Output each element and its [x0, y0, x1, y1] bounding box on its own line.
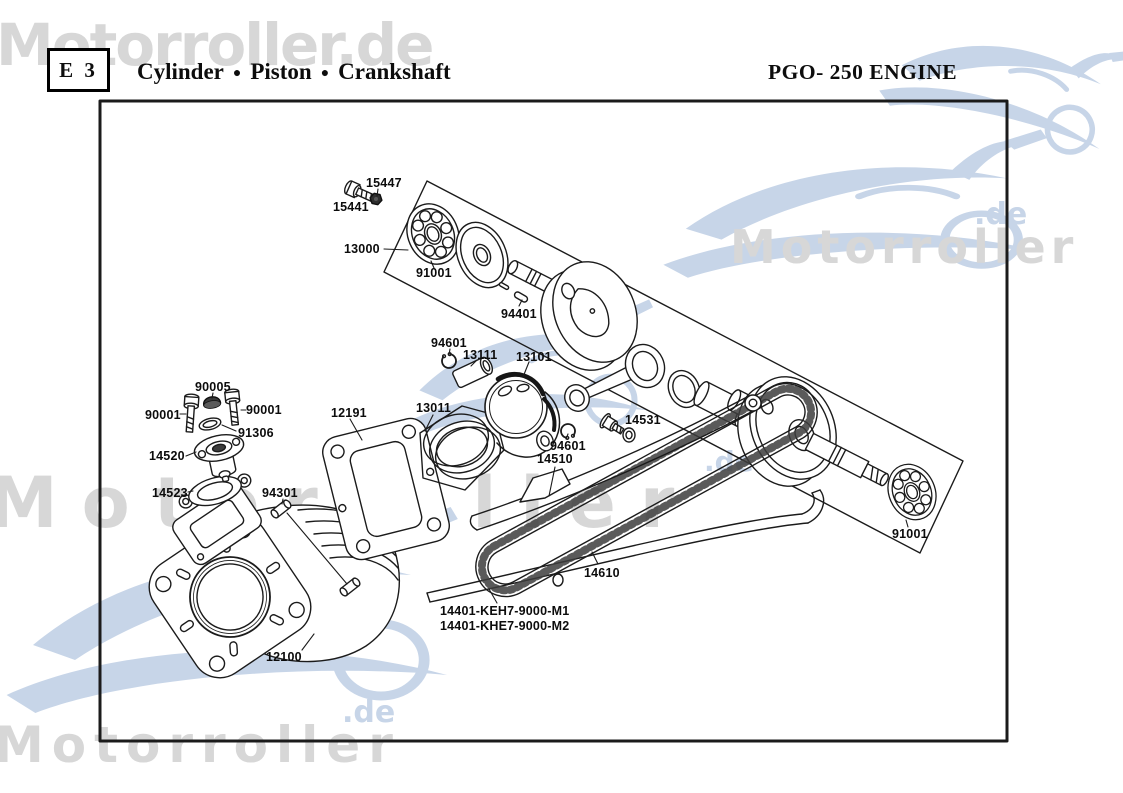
title-word: Cylinder	[137, 59, 224, 84]
piston	[484, 371, 561, 458]
leader-lines	[179, 188, 909, 651]
guide-peg	[552, 573, 564, 587]
dowel-pin	[270, 499, 292, 519]
part-label-90001: 90001	[246, 403, 282, 417]
part-label-90001: 90001	[145, 408, 181, 422]
part-label-15447: 15447	[366, 176, 402, 190]
part-label-13101: 13101	[516, 350, 552, 364]
part-label-13111: 13111	[463, 348, 498, 362]
watermark-tld-right: .de	[974, 197, 1028, 232]
diagram-frame	[98, 99, 1009, 743]
page-code-box: E 3	[47, 48, 110, 92]
part-label-14520: 14520	[149, 449, 185, 463]
part-label-12100: 12100	[266, 650, 302, 664]
connecting-rod	[564, 343, 666, 412]
part-label-94401: 94401	[501, 307, 537, 321]
piston-pin	[452, 356, 494, 389]
crankshaft-right-shaft	[804, 432, 890, 487]
part-label-15441: 15441	[333, 200, 369, 214]
part-label-12191: 12191	[331, 406, 367, 420]
part-label-14531: 14531	[625, 413, 661, 427]
dowel-pin	[339, 577, 361, 597]
cap-nut	[203, 396, 222, 409]
crank-end-disc	[455, 221, 509, 289]
tensioner-arm	[469, 394, 762, 531]
part-label-91306: 91306	[238, 426, 274, 440]
woodruff-key	[498, 281, 529, 303]
timing-chain	[475, 381, 818, 598]
watermark-text-right: Motorroller	[730, 220, 1079, 274]
cylinder-block	[148, 482, 400, 679]
watermark-tld-bottom: .de	[342, 695, 396, 730]
washer	[622, 427, 636, 443]
crank-web-left	[540, 261, 638, 371]
part-label-94301: 94301	[262, 486, 298, 500]
small-gasket	[178, 473, 252, 509]
title-word: Crankshaft	[338, 59, 451, 84]
part-label-14610: 14610	[584, 566, 620, 580]
part-label-13000: 13000	[344, 242, 380, 256]
tensioner-lifter	[193, 434, 245, 483]
part-label-14510: 14510	[537, 452, 573, 466]
crankpin-bearing-ring	[667, 369, 701, 409]
title-bullet-icon: ●	[320, 66, 330, 81]
part-label-94601: 94601	[550, 439, 586, 453]
tensioner-bolt	[599, 413, 625, 435]
crankshaft-group-outline	[383, 180, 964, 554]
stud-bolt	[224, 388, 241, 426]
engine-model: PGO- 250 ENGINE	[768, 60, 958, 84]
cylinder-base-gasket	[322, 417, 450, 561]
title-word: Piston	[250, 59, 312, 84]
part-label-14401-KHE7-9000-M2: 14401-KHE7-9000-M2	[440, 619, 570, 633]
page-code: E 3	[59, 57, 98, 82]
part-label-91001: 91001	[892, 527, 928, 541]
part-label-91001: 91001	[416, 266, 452, 280]
o-ring	[198, 417, 222, 431]
circlip	[560, 423, 576, 442]
hex-nut	[369, 192, 383, 206]
part-label-90005: 90005	[195, 380, 231, 394]
watermark-text-bottom: Motorroller	[0, 716, 401, 774]
part-label-14401-KEH7-9000-M1: 14401-KEH7-9000-M1	[440, 604, 570, 618]
title-bullet-icon: ●	[232, 66, 242, 81]
page-title: Cylinder ● Piston ● Crankshaft	[137, 59, 451, 85]
part-label-94601: 94601	[431, 336, 467, 350]
stud-bolt	[183, 393, 200, 433]
part-label-13011: 13011	[416, 401, 452, 415]
part-label-14523: 14523	[152, 486, 188, 500]
